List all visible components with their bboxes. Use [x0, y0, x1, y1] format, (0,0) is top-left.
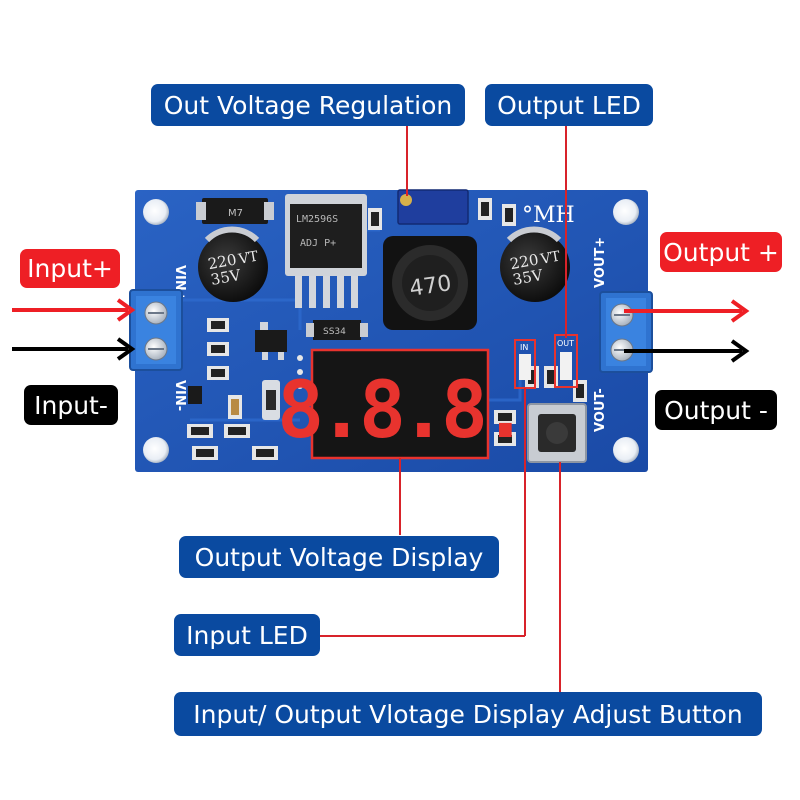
svg-text:35V: 35V	[209, 266, 243, 289]
output-terminal-block	[599, 291, 653, 373]
label-adjust-button: Input/ Output Vlotage Display Adjust But…	[174, 692, 762, 736]
capacitor-right: 220 35V VT	[500, 226, 570, 302]
svg-text:ADJ P+: ADJ P+	[300, 238, 336, 249]
svg-text:35V: 35V	[511, 266, 545, 289]
svg-text:M7: M7	[228, 208, 243, 219]
label-input-led: Input LED	[174, 614, 320, 656]
output-minus-arrow	[624, 339, 750, 363]
mounting-holes	[143, 199, 639, 463]
silk-vin-minus: VIN-	[172, 380, 187, 411]
silk-vout-plus: VOUT+	[593, 237, 608, 288]
output-plus-arrow	[624, 299, 750, 323]
svg-text:LM2596S: LM2596S	[296, 214, 338, 225]
inductor: 470	[383, 236, 477, 330]
svg-text:VT: VT	[236, 249, 260, 268]
label-output-plus: Output +	[660, 232, 782, 272]
svg-text:IN: IN	[520, 343, 528, 352]
svg-text:8.8.8.: 8.8.8.	[277, 366, 523, 456]
svg-text:220: 220	[207, 250, 238, 273]
svg-text:220: 220	[509, 250, 540, 273]
adjust-button	[527, 403, 587, 463]
capacitor-left: 220 35V VT	[198, 226, 268, 302]
label-output-led: Output LED	[485, 84, 653, 126]
regulator-chip: LM2596S ADJ P+	[285, 194, 367, 308]
input-terminal-block	[129, 289, 183, 371]
input-minus-arrow	[12, 337, 136, 361]
label-output-minus: Output -	[655, 390, 777, 430]
small-ic: M7	[196, 198, 274, 224]
label-input-plus: Input+	[20, 249, 120, 288]
label-output-voltage-display: Output Voltage Display	[179, 536, 499, 578]
svg-text:VT: VT	[538, 249, 562, 268]
svg-text:470: 470	[408, 271, 453, 302]
potentiometer	[397, 189, 469, 225]
label-out-voltage-regulation: Out Voltage Regulation	[151, 84, 465, 126]
svg-text:OUT: OUT	[557, 339, 574, 348]
seven-segment-display: 8.8.8.	[277, 348, 529, 460]
label-input-minus: Input-	[24, 385, 118, 425]
input-plus-arrow	[12, 298, 136, 322]
callout-lines	[315, 124, 567, 693]
svg-text:SS34: SS34	[323, 327, 346, 337]
silk-vout-minus: VOUT-	[593, 388, 608, 432]
